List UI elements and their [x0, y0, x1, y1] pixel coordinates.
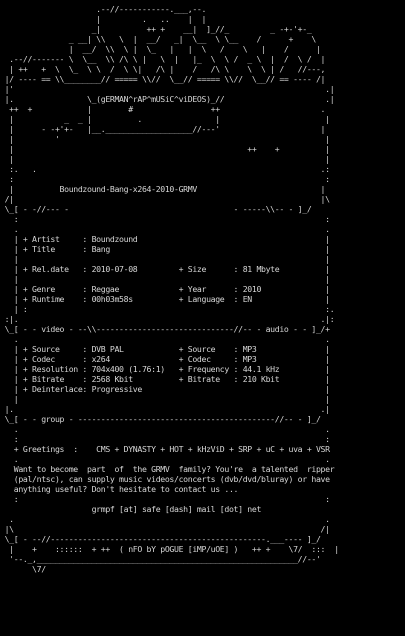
nfo-line: | | [0, 394, 330, 404]
nfo-line: |. .| [0, 404, 330, 414]
nfo-line: | + Source : DVB PAL + Source : MP3 | [0, 344, 330, 354]
nfo-line: | | [0, 154, 330, 164]
nfo-line: : : [0, 174, 330, 184]
nfo-line: .--//------- \ \__ \\ /\ \ | \ | |_ \ \ … [0, 54, 326, 64]
nfo-line: . . [0, 224, 330, 234]
nfo-line: \7/ [0, 564, 46, 574]
nfo-line: : : [0, 214, 330, 224]
nfo-line: | + Artist : Boundzound | [0, 234, 330, 244]
nfo-line: \_[ - - group - ------------------------… [0, 414, 321, 424]
nfo-line: ++ + | # ++ . [0, 104, 326, 114]
nfo-line: '--._,__________________________________… [0, 554, 321, 564]
nfo-line: Want to become part of the GRMV family? … [0, 464, 335, 474]
nfo-line: | + Codec : x264 + Codec : MP3 | [0, 354, 330, 364]
nfo-line: |\ /| [0, 524, 330, 534]
nfo-line: : : [0, 434, 330, 444]
nfo-line: \_[ - - video - --\\--------------------… [0, 324, 330, 334]
nfo-line: . . [0, 334, 330, 344]
nfo-line: + Greetings : CMS + DYNASTY + HOT + kHzV… [0, 444, 330, 454]
nfo-line: grmpf [at] safe [dash] mail [dot] net [0, 504, 262, 514]
nfo-line: | + Bitrate : 2568 Kbit + Bitrate : 210 … [0, 374, 330, 384]
nfo-line: . . [0, 454, 330, 464]
nfo-line: (pal/ntsc), can supply music videos/conc… [0, 474, 330, 484]
nfo-line: | ++ + | [0, 144, 330, 154]
nfo-line: | + Rel.date : 2010-07-08 + Size : 81 Mb… [0, 264, 330, 274]
nfo-line: | ++ + \ \_ \ \ / \ \| /\ | / /\ \ \ \ |… [0, 64, 326, 74]
nfo-line: | | [0, 254, 330, 264]
nfo-line: | Boundzound-Bang-x264-2010-GRMV | [0, 184, 326, 194]
nfo-line: |. \_(gERMAN^rAP^mUSiC^viDEOS)_// .| [0, 94, 335, 104]
nfo-line: .--//-----------.___,--. [0, 4, 207, 14]
nfo-line: |' .| [0, 84, 335, 94]
nfo-line: :. . .: [0, 164, 330, 174]
nfo-line: /| |\ [0, 194, 330, 204]
nfo-line: |/ ---- == \\________// ===== \\// \__//… [0, 74, 326, 84]
nfo-line: \_[ - -//--- - - -----\\-- - ]_/ [0, 204, 312, 214]
nfo-line: | _ _ | . | | [0, 114, 330, 124]
nfo-line: | + :::::: + ++ ( nFO bY pOGUE [iMP/uOE]… [0, 544, 339, 554]
nfo-line: _| ++ + __| ]_//_ _ -+-'+-_ [0, 24, 312, 34]
nfo-line: :|. .|: [0, 314, 335, 324]
nfo-line: | : :. [0, 304, 335, 314]
nfo-line: | . .. | | [0, 14, 207, 24]
nfo-line: | | [0, 274, 330, 284]
nfo-line: | ' | [0, 134, 330, 144]
nfo-line: \_[ - --//------------------------------… [0, 534, 321, 544]
nfo-line: : : [0, 494, 330, 504]
nfo-line: | + Resolution : 704x400 (1.76:1) + Freq… [0, 364, 330, 374]
nfo-line: | + Genre : Reggae + Year : 2010 | [0, 284, 330, 294]
nfo-line: anything useful? Don't hesitate to conta… [0, 484, 239, 494]
nfo-line: | + Runtime : 00h03m58s + Language : EN … [0, 294, 330, 304]
nfo-line: | + Title : Bang | [0, 244, 330, 254]
nfo-line: | + Deinterlace: Progressive | [0, 384, 330, 394]
nfo-line: . . [0, 514, 330, 524]
nfo-line: _ __| \\ \ | __/ _| \__ \ \__ / + \ [0, 34, 317, 44]
nfo-line: . . [0, 424, 330, 434]
nfo-line: | - -+'+- |__.___________________//---' … [0, 124, 326, 134]
nfo-line: | __/ \\ \ | \_ | | \ / \ | / | [0, 44, 321, 54]
